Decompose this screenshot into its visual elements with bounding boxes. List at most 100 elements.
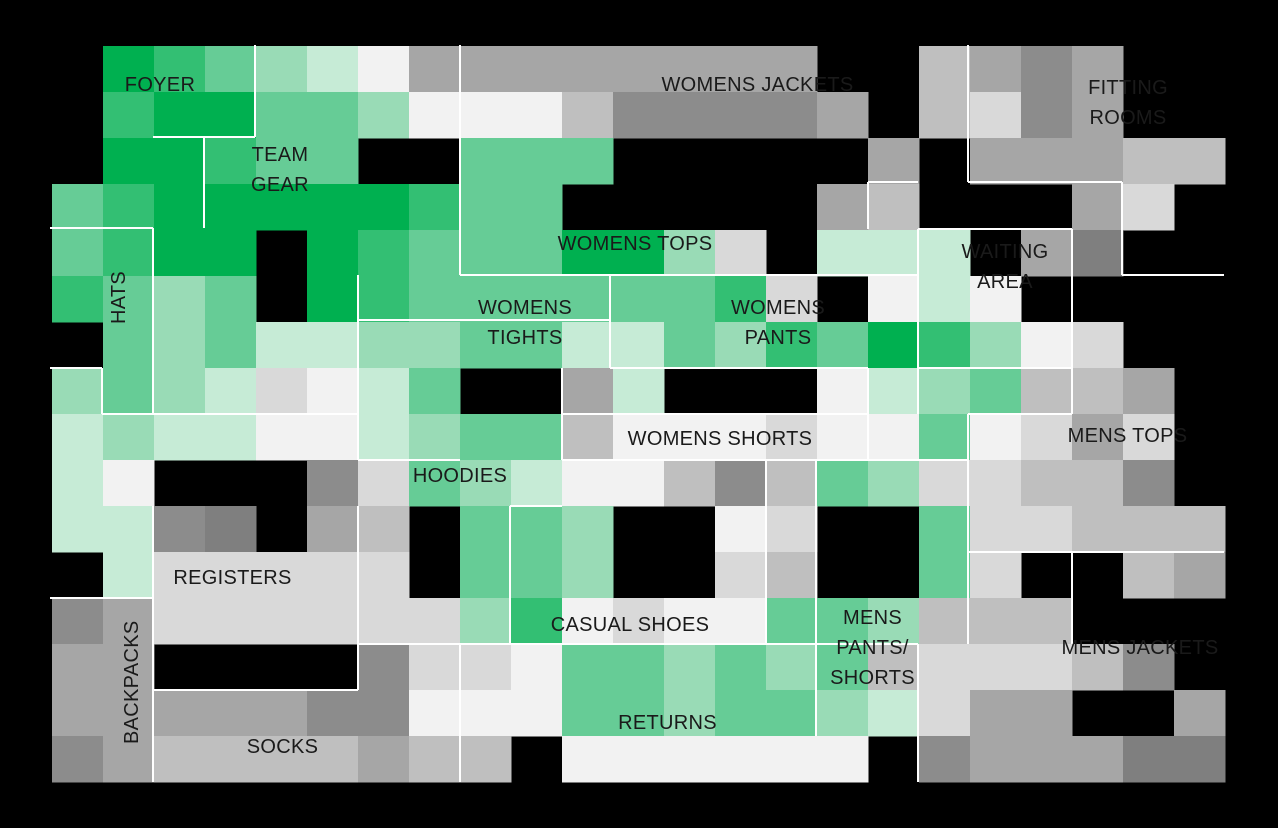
heat-cell (103, 414, 155, 461)
heat-cell (307, 46, 359, 93)
heat-cell (613, 276, 665, 323)
heat-cell (868, 184, 920, 231)
heat-cell (817, 92, 869, 139)
heat-cell (460, 598, 512, 645)
heat-cell (307, 506, 359, 553)
heat-cell (460, 690, 512, 737)
heat-cell (970, 460, 1022, 507)
heat-cell (256, 414, 308, 461)
heat-cell (715, 92, 767, 139)
heat-cell (52, 598, 104, 645)
heat-cell (562, 368, 614, 415)
heat-cell (919, 230, 971, 277)
heat-cell (511, 644, 563, 691)
heat-cell (1072, 46, 1124, 93)
heat-cell (1072, 414, 1124, 461)
heat-cell (562, 414, 614, 461)
heat-cell (511, 230, 563, 277)
label-foyer: FOYER (124, 74, 196, 96)
heat-cell (970, 644, 1022, 691)
heat-cell (664, 46, 716, 93)
heat-cell (715, 322, 767, 369)
heat-cell (1021, 322, 1073, 369)
heat-cell (154, 368, 206, 415)
heat-cell (1021, 92, 1073, 139)
label-hoodies: HOODIES (412, 465, 508, 487)
heat-cell (511, 46, 563, 93)
heat-cell (358, 414, 410, 461)
heat-cell (919, 506, 971, 553)
heat-cell (919, 736, 971, 783)
heat-cell (460, 138, 512, 185)
heat-cell (715, 644, 767, 691)
heat-cell (205, 598, 257, 645)
heat-cell (460, 322, 512, 369)
heat-cell (205, 322, 257, 369)
label-backpacks: BACKPACKS (121, 620, 143, 745)
heat-cell (154, 230, 206, 277)
heat-cell (1072, 184, 1124, 231)
heat-cell (868, 322, 920, 369)
heat-cell (562, 552, 614, 599)
heat-cell (1072, 92, 1124, 139)
heat-cell (103, 322, 155, 369)
heat-cell (409, 368, 461, 415)
heat-cell (1021, 598, 1073, 645)
heat-cell (256, 690, 308, 737)
heat-cell (613, 736, 665, 783)
heat-cell (256, 552, 308, 599)
heat-cell (868, 414, 920, 461)
heat-cell (664, 414, 716, 461)
heat-cell (562, 230, 614, 277)
heat-cell (970, 552, 1022, 599)
heat-cell (817, 184, 869, 231)
heat-cell (511, 92, 563, 139)
heat-cell (511, 506, 563, 553)
heat-cell (460, 276, 512, 323)
heat-cell (715, 736, 767, 783)
heat-cell (103, 368, 155, 415)
heat-cell (817, 736, 869, 783)
heat-cell (154, 552, 206, 599)
heat-cell (868, 460, 920, 507)
heat-cell (307, 138, 359, 185)
label-mens-tops: MENS TOPS (1067, 425, 1188, 447)
heat-cell (409, 598, 461, 645)
heat-cell (766, 322, 818, 369)
heat-cell (562, 92, 614, 139)
heat-cell (103, 506, 155, 553)
label-socks: SOCKS (246, 736, 319, 758)
heat-cell (205, 46, 257, 93)
heat-cell (715, 230, 767, 277)
heat-cell (766, 92, 818, 139)
heat-cell (460, 46, 512, 93)
heat-cell (613, 322, 665, 369)
heat-cell (970, 138, 1022, 185)
heat-cell (205, 276, 257, 323)
heat-cell (358, 230, 410, 277)
heat-cell (562, 598, 614, 645)
heat-cell (919, 46, 971, 93)
heat-cell (409, 322, 461, 369)
heat-cell (52, 736, 104, 783)
label-fitting-rooms: FITTING ROOMS (1088, 77, 1168, 129)
heat-cell (205, 552, 257, 599)
heat-cell (715, 46, 767, 93)
heat-cell (613, 598, 665, 645)
heat-cell (409, 460, 461, 507)
heat-cell (460, 230, 512, 277)
heat-cell (970, 46, 1022, 93)
heat-cell (715, 690, 767, 737)
heat-cell (205, 690, 257, 737)
label-hats: HATS (108, 270, 130, 324)
heat-cell (664, 92, 716, 139)
heat-cell (154, 92, 206, 139)
heat-cell (52, 230, 104, 277)
heat-cell (307, 598, 359, 645)
heat-cell (307, 736, 359, 783)
heat-cell (460, 92, 512, 139)
heat-cell (1123, 138, 1175, 185)
heat-cell (511, 322, 563, 369)
